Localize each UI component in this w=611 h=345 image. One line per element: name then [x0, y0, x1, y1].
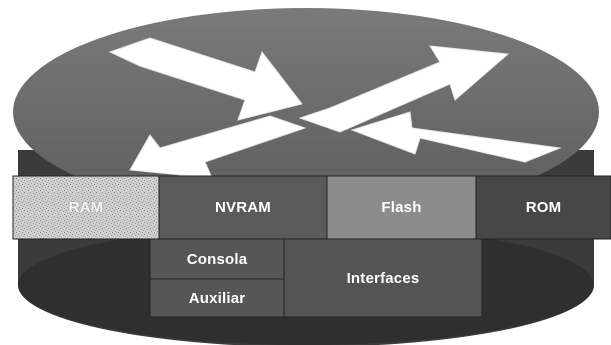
nvram-label: NVRAM — [215, 199, 271, 216]
interfaces-label: Interfaces — [346, 269, 420, 287]
rom-label: ROM — [525, 199, 562, 216]
arrow-icon — [298, 45, 510, 133]
arrow-icon — [108, 37, 303, 121]
ram-block — [12, 175, 160, 240]
arrows — [108, 37, 562, 179]
interfaces-block — [283, 238, 483, 318]
console-block — [149, 238, 285, 280]
auxiliary-label: Auxiliar — [188, 289, 246, 307]
ram-label: RAM — [68, 199, 104, 216]
console-label: Consola — [186, 250, 248, 268]
rom-block — [475, 175, 611, 240]
arrow-icon — [129, 115, 307, 179]
arrow-icon — [350, 111, 562, 163]
auxiliary-block — [149, 278, 285, 318]
flash-label: Flash — [381, 199, 422, 216]
